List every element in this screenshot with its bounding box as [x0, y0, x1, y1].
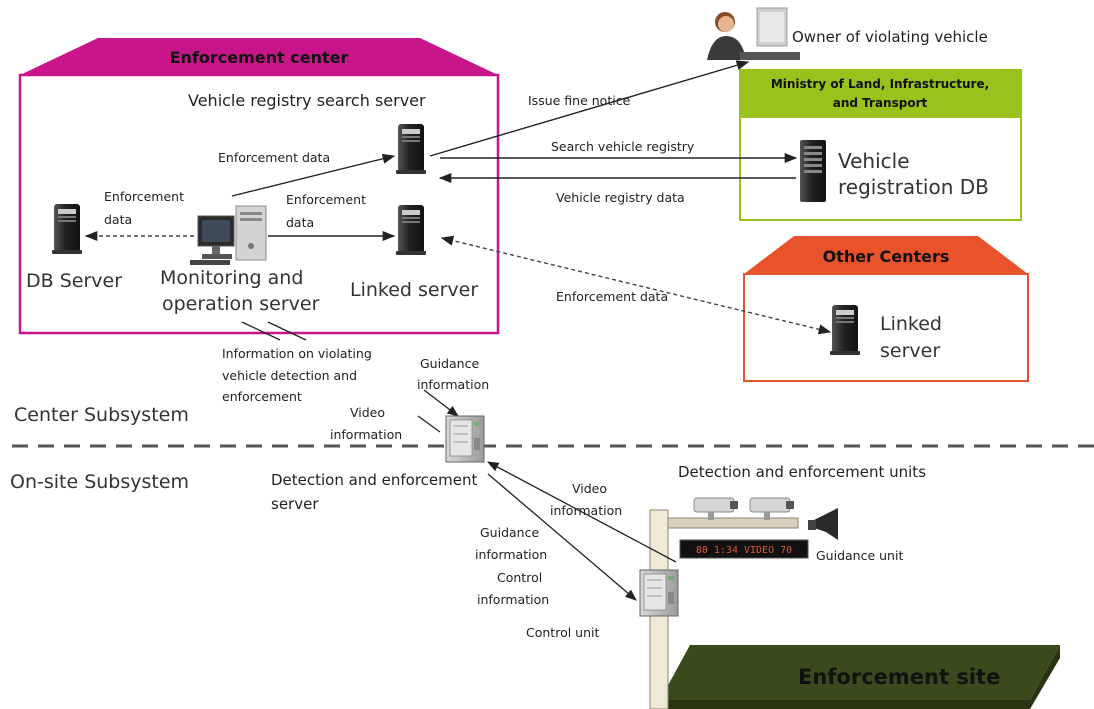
edge-label-violation-info-2: vehicle detection and [222, 368, 358, 383]
other-linked-server-label-2: server [880, 340, 941, 362]
edge-label-enforcement-data-db-2: data [104, 212, 133, 227]
other-centers-title: Other Centers [823, 247, 950, 266]
guidance-sign-board [679, 539, 809, 559]
edge-label-guidance-2: information [417, 377, 490, 392]
guidance-sign-text: 80 1:34 VIDEO 70 [696, 545, 792, 556]
other-linked-server-label-1: Linked [880, 313, 942, 335]
edge-label-violation-info-1: Information on violating [222, 346, 372, 361]
vehicle-registry-search-server-icon [396, 124, 426, 174]
edge-label-guidance-control-1: Guidance [480, 525, 540, 540]
edge-monitoring-to-search-server [231, 153, 396, 197]
edge-video-from-detection-server [417, 415, 441, 433]
edge-label-site-video-1: Video [572, 481, 608, 496]
control-unit-label: Control unit [526, 625, 600, 640]
vehicle-registry-search-server-label: Vehicle registry search server [188, 91, 426, 110]
ministry-box [739, 69, 1022, 221]
edge-label-enforcement-data-db-1: Enforcement [104, 189, 184, 204]
vehicle-registration-db-icon [800, 140, 826, 202]
edge-label-enforcement-data-linked-1: Enforcement [286, 192, 366, 207]
edge-video-to-detection-server [486, 461, 677, 563]
edge-label-site-video-2: information [550, 503, 623, 518]
detection-units-label: Detection and enforcement units [678, 463, 927, 481]
edge-label-search-registry: Search vehicle registry [551, 139, 695, 154]
edge-label-guidance-control-4: information [477, 592, 550, 607]
edge-label-issue-fine: Issue fine notice [528, 93, 631, 108]
edge-label-guidance-1: Guidance [420, 356, 480, 371]
control-unit-icon [639, 569, 679, 617]
linked-server-label: Linked server [350, 279, 479, 301]
guidance-unit-label: Guidance unit [816, 548, 904, 563]
other-linked-server-icon [830, 305, 860, 355]
owner-label: Owner of violating vehicle [792, 28, 988, 46]
detection-server-label-2: server [271, 495, 319, 513]
edge-label-video-2: information [330, 427, 403, 442]
edge-label-guidance-control-2: information [475, 547, 548, 562]
enforcement-center-box [18, 38, 500, 335]
linked-server-icon [396, 205, 426, 255]
onsite-subsystem-label: On-site Subsystem [10, 471, 190, 493]
edge-linked-to-other-centers [440, 235, 832, 335]
detection-enforcement-server-icon [445, 415, 485, 463]
edge-label-guidance-control-3: Control [497, 570, 543, 585]
enforcement-center-title: Enforcement center [170, 48, 349, 67]
edge-label-enforcement-data-search: Enforcement data [218, 150, 331, 165]
edge-label-enforcement-data-other: Enforcement data [556, 289, 669, 304]
edge-label-enforcement-data-linked-2: data [286, 215, 315, 230]
edge-detection-server-to-control-unit [487, 473, 637, 601]
ministry-title-line2: and Transport [833, 96, 928, 110]
detection-server-label-1: Detection and enforcement [271, 471, 478, 489]
ministry-title-line1: Ministry of Land, Infrastructure, [771, 77, 989, 91]
edge-issue-fine-notice [429, 60, 750, 157]
center-subsystem-label: Center Subsystem [14, 404, 189, 426]
enforcement-site-platform [660, 645, 1060, 709]
db-server-icon [52, 204, 82, 254]
db-server-label: DB Server [26, 270, 123, 292]
edge-label-registry-data: Vehicle registry data [556, 190, 685, 205]
edge-guidance-to-detection-server [423, 389, 459, 417]
loudspeaker-icon [808, 508, 838, 540]
enforcement-site-label: Enforcement site [798, 665, 1001, 689]
person-at-computer-icon [707, 7, 800, 60]
cctv-camera-icon [749, 497, 794, 520]
edge-label-violation-info-3: enforcement [222, 389, 302, 404]
monitoring-server-label-2: operation server [162, 293, 320, 315]
vehicle-registration-db-label-2: registration DB [838, 175, 989, 199]
cctv-camera-icon [693, 497, 738, 520]
desktop-computer-icon [190, 205, 267, 265]
monitoring-server-label-1: Monitoring and [160, 267, 304, 289]
edge-label-video-1: Video [350, 405, 386, 420]
vehicle-registration-db-label-1: Vehicle [838, 149, 910, 173]
